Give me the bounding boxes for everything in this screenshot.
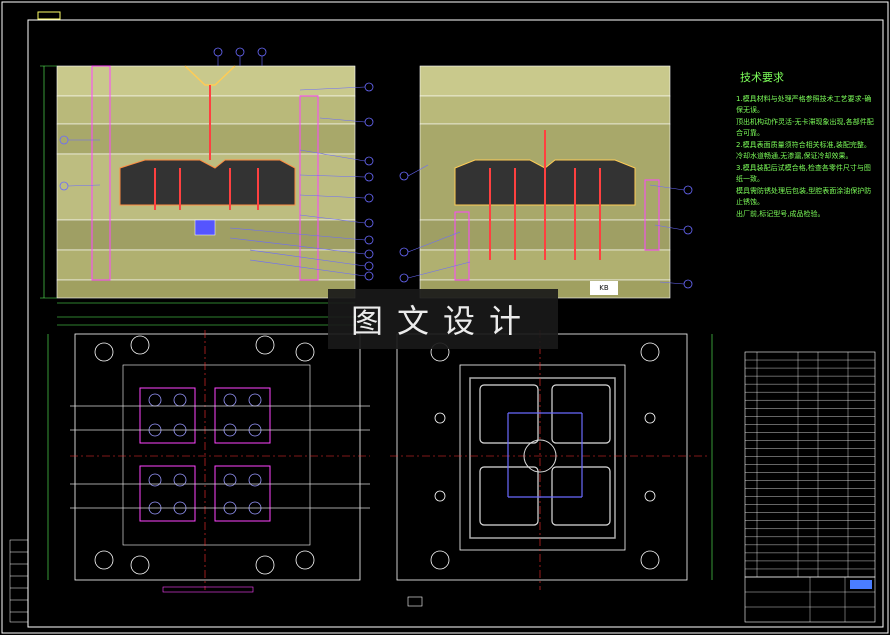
section-view-left (40, 47, 374, 304)
tech-line-5: 3.模具装配后试模合格,检查各零件尺寸与图纸一致。 (736, 163, 871, 184)
revision-table (9, 539, 29, 623)
tech-line-2: 顶出机构动作灵活-无卡滞现象出现,各部件配合可靠。 (736, 117, 874, 138)
tech-line-7: 出厂前,标记型号,成品检验。 (736, 209, 825, 218)
sheet-tag (37, 11, 61, 20)
watermark-banner: 图文设计 (328, 289, 558, 349)
bill-of-materials (744, 351, 876, 623)
pin-circle (248, 393, 262, 407)
plan-view-left (47, 316, 375, 593)
tech-requirements-title: 技术要求 (740, 71, 784, 84)
watermark-text: 图文设计 (350, 302, 535, 340)
tech-line-3: 2.模具表面质量须符合相关标准,装配完整。 (736, 140, 871, 149)
drawing-frame (27, 19, 884, 628)
pin-circle (148, 393, 162, 407)
tech-line-1: 1.模具材料与处理严格参照技术工艺要求-确保无误。 (736, 94, 872, 115)
pin-circle (248, 473, 262, 487)
pin-circle (223, 393, 237, 407)
plan-view-right (390, 330, 713, 590)
circle-balloon-icon (59, 47, 374, 281)
pin-circle (148, 473, 162, 487)
section-view-right (399, 65, 693, 299)
kb-label: KB (590, 281, 618, 295)
tech-line-4: 冷却水道畅通,无渗漏,保证冷却效果。 (736, 152, 853, 160)
technical-requirements: 技术要求 1.模具材料与处理严格参照技术工艺要求-确保无误。 顶出机构动作灵活-… (736, 72, 876, 220)
tech-line-6: 模具需防锈处理后包装,型腔表面涂油保护防止锈蚀。 (736, 186, 872, 207)
pin-circle (223, 473, 237, 487)
pin-circle (173, 473, 187, 487)
pin-circle (173, 393, 187, 407)
